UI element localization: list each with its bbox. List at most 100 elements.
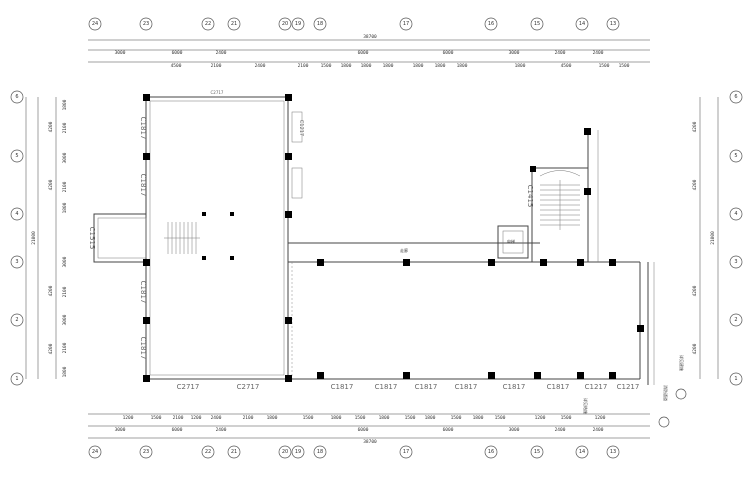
axis-bubble-bottom-13: 13 [606, 445, 620, 459]
axis-bubble-bottom-24: 24 [88, 445, 102, 459]
column [202, 212, 206, 216]
svg-text:14: 14 [579, 449, 585, 455]
axis-bubble-bottom-19: 19 [291, 445, 305, 459]
window-label: C2717 [211, 90, 224, 95]
svg-text:2400: 2400 [555, 50, 566, 56]
column [317, 372, 324, 379]
column [577, 259, 584, 266]
axis-bubble-bottom-21: 21 [227, 445, 241, 459]
svg-text:4200: 4200 [692, 285, 698, 296]
svg-text:4500: 4500 [171, 63, 182, 69]
window-label: C1817 [375, 383, 398, 391]
column [143, 259, 150, 266]
axis-bubble-right-2: 2 [729, 313, 743, 327]
svg-text:1800: 1800 [473, 415, 484, 421]
window-label: C1817 [139, 337, 147, 360]
svg-text:1200: 1200 [191, 415, 202, 421]
column [488, 259, 495, 266]
svg-text:3000: 3000 [509, 50, 520, 56]
svg-text:20: 20 [282, 449, 288, 455]
svg-text:2400: 2400 [216, 50, 227, 56]
svg-text:20: 20 [282, 21, 288, 27]
svg-text:22: 22 [205, 21, 211, 27]
window-labels: C2717 C1817 C1817 C1817 C1817 C1515 C271… [88, 90, 639, 391]
svg-text:2: 2 [15, 317, 18, 323]
svg-text:2400: 2400 [593, 50, 604, 56]
window-label: C1817 [455, 383, 478, 391]
svg-text:4: 4 [734, 211, 737, 217]
column [540, 259, 547, 266]
axis-bubble-right-4: 4 [729, 207, 743, 221]
column [584, 128, 591, 135]
svg-text:2100: 2100 [298, 63, 309, 69]
axis-bubble-bottom-17: 17 [399, 445, 413, 459]
svg-text:17: 17 [403, 21, 409, 27]
svg-text:23: 23 [143, 21, 149, 27]
axis-bubble-bottom-15: 15 [530, 445, 544, 459]
svg-text:4200: 4200 [692, 343, 698, 354]
top-overall-dimension: 38700 [363, 34, 377, 40]
detail-bubble [675, 388, 687, 400]
svg-text:2100: 2100 [62, 286, 68, 297]
column [609, 372, 616, 379]
elevator-label: 电梯 [507, 238, 515, 244]
column [230, 212, 234, 216]
axis-bubble-left-3: 3 [10, 255, 24, 269]
svg-text:3: 3 [15, 259, 18, 265]
window-label: C1515 [88, 227, 96, 250]
window-label: C1817 [331, 383, 354, 391]
left-dimensions: 21000 4200 4200 4200 4200 1800 2100 3000… [25, 97, 68, 379]
svg-text:2100: 2100 [211, 63, 222, 69]
axis-bubble-top-22: 22 [201, 17, 215, 31]
svg-text:15: 15 [534, 21, 540, 27]
top-axis-bubbles: 24 23 22 21 20 19 18 17 16 15 14 13 [88, 17, 620, 31]
structural-columns [143, 94, 644, 382]
building-walls [93, 96, 655, 385]
window-label: C1817 [139, 117, 147, 140]
svg-text:13: 13 [610, 21, 616, 27]
svg-text:1200: 1200 [123, 415, 134, 421]
detail-bubble [658, 416, 670, 428]
axis-bubble-top-18: 18 [313, 17, 327, 31]
svg-text:1800: 1800 [457, 63, 468, 69]
svg-text:18: 18 [317, 21, 323, 27]
right-axis-bubbles: 6 5 4 3 2 1 [729, 90, 743, 386]
left-stair [164, 222, 200, 254]
column [143, 94, 150, 101]
svg-text:16: 16 [488, 21, 494, 27]
axis-bubble-bottom-14: 14 [575, 445, 589, 459]
svg-text:1500: 1500 [495, 415, 506, 421]
svg-text:1800: 1800 [383, 63, 394, 69]
svg-text:3000: 3000 [62, 314, 68, 325]
axis-bubble-right-5: 5 [729, 149, 743, 163]
column [403, 372, 410, 379]
svg-text:6: 6 [15, 94, 18, 100]
window-label: C1817 [139, 174, 147, 197]
svg-text:1800: 1800 [515, 63, 526, 69]
column [143, 375, 150, 382]
axis-bubble-top-16: 16 [484, 17, 498, 31]
column [488, 372, 495, 379]
column [530, 166, 536, 172]
svg-text:1500: 1500 [561, 415, 572, 421]
svg-text:1800: 1800 [62, 99, 68, 110]
svg-text:18: 18 [317, 449, 323, 455]
svg-text:21000: 21000 [710, 231, 716, 245]
svg-text:4200: 4200 [692, 121, 698, 132]
column [609, 259, 616, 266]
axis-bubble-top-13: 13 [606, 17, 620, 31]
axis-bubble-right-1: 1 [729, 372, 743, 386]
svg-text:17: 17 [403, 449, 409, 455]
svg-text:6000: 6000 [358, 50, 369, 56]
svg-text:6000: 6000 [172, 427, 183, 433]
svg-text:3: 3 [734, 259, 737, 265]
svg-text:3000: 3000 [62, 256, 68, 267]
svg-text:2: 2 [734, 317, 737, 323]
svg-text:2400: 2400 [555, 427, 566, 433]
svg-text:2100: 2100 [62, 342, 68, 353]
axis-bubble-top-19: 19 [291, 17, 305, 31]
column [577, 372, 584, 379]
column [584, 188, 591, 195]
axis-bubble-top-14: 14 [575, 17, 589, 31]
